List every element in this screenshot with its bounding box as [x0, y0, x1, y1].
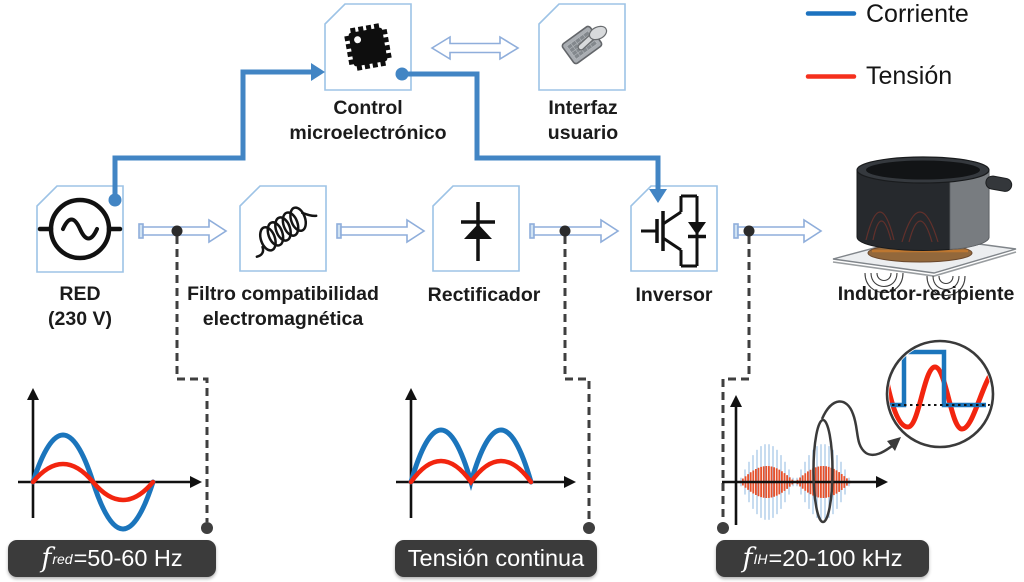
inductor-coil-icon	[255, 206, 318, 258]
probe-line-inverter	[721, 236, 751, 522]
field-lines-inside	[865, 211, 939, 243]
line-red-to-control	[112, 69, 312, 200]
node-dot-control-block	[395, 67, 409, 81]
mains-waveform-plot	[18, 388, 202, 532]
control-block-label: Control microelectrónico	[289, 97, 447, 144]
arrowhead-into-inversor	[649, 189, 667, 203]
filtro-block	[239, 185, 327, 272]
probe-line-rectifier	[563, 236, 591, 522]
magnifier-arrowhead	[887, 437, 901, 451]
line-control-to-inversor	[402, 71, 661, 190]
legend-label-tension: Tensión	[866, 62, 953, 90]
probe-dashed-lines	[175, 236, 751, 522]
interfaz-block-label: Interfaz usuario	[547, 97, 619, 144]
microchip-icon	[344, 23, 392, 71]
filtro-block-label: Filtro compatibilidad electromagnética	[187, 283, 379, 330]
rectificador-block-label: Rectificador	[427, 284, 541, 306]
magnifier-lens	[812, 418, 834, 524]
rectified-voltage	[408, 458, 534, 486]
pot-interior	[866, 160, 980, 180]
probe-line-red	[175, 236, 209, 522]
inversor-block	[630, 185, 718, 272]
detail-current-square	[889, 349, 986, 408]
pot-handle	[985, 175, 1013, 192]
red-block-label: RED (230 V)	[48, 283, 112, 330]
microchip-pins	[344, 23, 392, 71]
magnifier-connector-curve	[820, 400, 893, 457]
legend-swatches	[805, 11, 857, 79]
induction-pot-image	[832, 156, 1017, 297]
legend-label-corriente: Corriente	[866, 0, 969, 28]
diode-icon	[461, 202, 495, 261]
detail-circle-inset	[885, 339, 995, 449]
arrow-rectificador-to-inversor	[529, 218, 620, 244]
control-signal-lines	[108, 63, 667, 207]
node-dot-red-block	[108, 193, 122, 207]
double-arrow-control-interfaz	[430, 35, 520, 61]
mains-voltage-sine	[30, 461, 156, 503]
detail-voltage-sine	[889, 364, 991, 432]
rectified-current	[408, 427, 534, 492]
inductor-block-label: Inductor-recipiente	[837, 283, 1015, 305]
flow-arrows	[138, 35, 823, 244]
igbt-icon	[641, 194, 706, 268]
inversor-block-label: Inversor	[635, 284, 713, 306]
field-lines-below	[864, 272, 966, 297]
rectified-waveform-plot	[396, 388, 576, 518]
ac-source-icon	[37, 197, 123, 261]
probe-dots	[171, 225, 755, 534]
touch-interface-icon	[561, 25, 608, 65]
callout-tension-continua: Tensión continua	[395, 540, 597, 577]
arrow-filtro-to-rectificador	[336, 218, 426, 244]
arrowhead-into-control	[311, 63, 325, 81]
inverter-waveform-plot	[722, 395, 901, 525]
arrow-red-to-filtro	[138, 218, 228, 244]
